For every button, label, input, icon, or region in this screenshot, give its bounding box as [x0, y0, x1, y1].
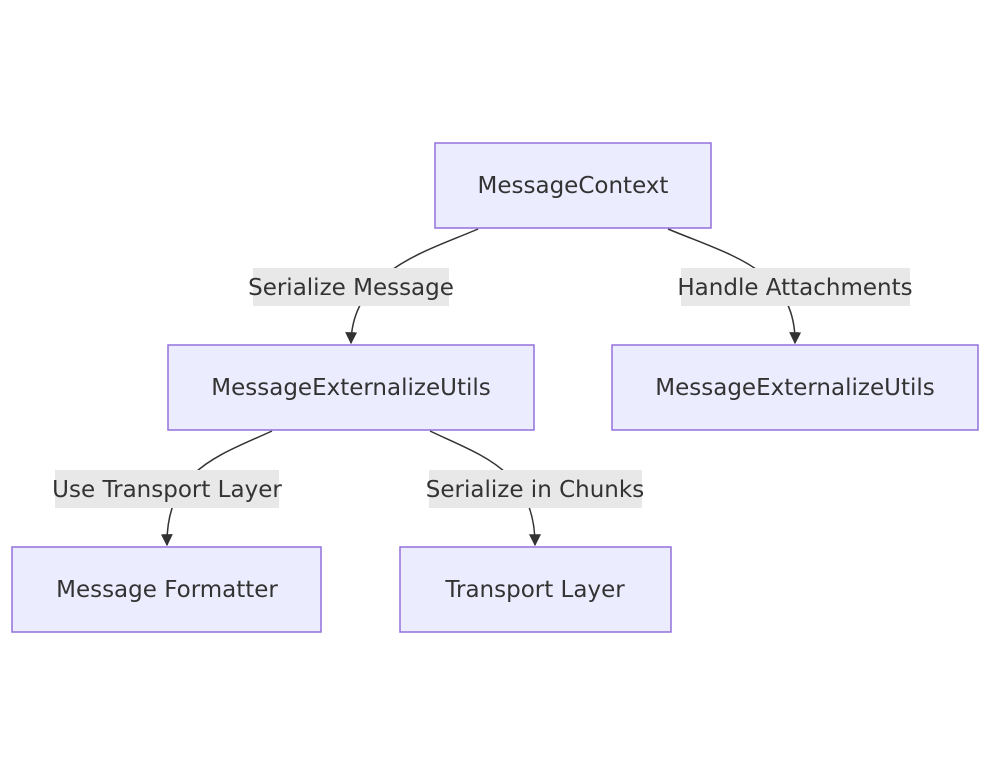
edge-label-use-transport-layer: Use Transport Layer: [52, 470, 282, 508]
node-message-formatter[interactable]: Message Formatter: [11, 546, 322, 633]
node-label: MessageExternalizeUtils: [655, 375, 934, 401]
edge-label-text: Serialize in Chunks: [426, 477, 644, 503]
node-message-context[interactable]: MessageContext: [434, 142, 712, 229]
edge-label-serialize-in-chunks: Serialize in Chunks: [426, 470, 644, 508]
edge-label-handle-attachments: Handle Attachments: [677, 268, 913, 306]
node-label: MessageExternalizeUtils: [211, 375, 490, 401]
edge-serialize-in-chunks: [429, 430, 541, 547]
edge-label-serialize-message: Serialize Message: [248, 268, 454, 306]
edge-label-text: Use Transport Layer: [52, 477, 282, 503]
node-transport-layer[interactable]: Transport Layer: [399, 546, 672, 633]
node-message-externalize-utils-left[interactable]: MessageExternalizeUtils: [167, 344, 535, 431]
node-label: Message Formatter: [56, 577, 278, 603]
node-message-externalize-utils-right[interactable]: MessageExternalizeUtils: [611, 344, 979, 431]
node-label: MessageContext: [478, 173, 669, 199]
edge-use-transport-layer: [160, 430, 273, 547]
edge-serialize-message: [345, 228, 479, 345]
edge-label-text: Serialize Message: [248, 275, 454, 301]
node-label: Transport Layer: [444, 577, 625, 603]
edge-label-text: Handle Attachments: [677, 275, 912, 301]
edges: [160, 228, 802, 547]
